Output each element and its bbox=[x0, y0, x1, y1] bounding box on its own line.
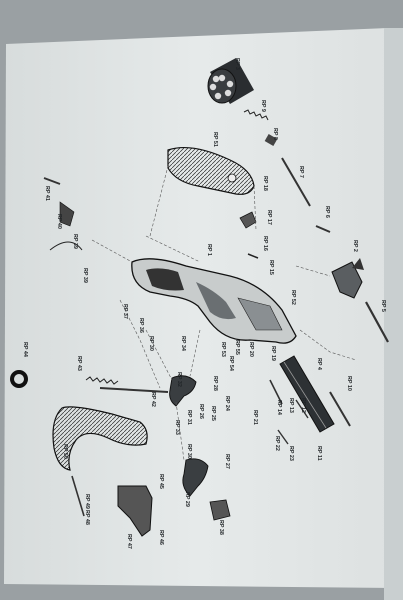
label-rp48: RP 48 bbox=[84, 510, 90, 525]
pin-part bbox=[315, 225, 331, 233]
grip-ring-part bbox=[10, 370, 28, 388]
label-rp18: RP 18 bbox=[262, 176, 268, 191]
label-rp10: RP 10 bbox=[346, 376, 352, 391]
label-rp40: RP 40 bbox=[56, 214, 62, 229]
sideplate-part bbox=[117, 485, 153, 537]
label-rp25: RP 25 bbox=[210, 406, 216, 421]
ejector-rod-part bbox=[329, 391, 351, 427]
sheet-edge bbox=[384, 28, 403, 600]
label-rp6: RP 6 bbox=[324, 206, 330, 218]
label-rp42: RP 42 bbox=[150, 392, 156, 407]
label-rp3: RP 3 bbox=[234, 58, 240, 70]
paper-sheet bbox=[4, 28, 391, 588]
label-rp46: RP 46 bbox=[158, 530, 164, 545]
part-labels: RP 3 RP 9 RP 8 RP 7 RP 6 RP 51 RP 18 RP … bbox=[22, 58, 386, 549]
latch-part bbox=[59, 201, 75, 227]
barrel-part bbox=[279, 355, 335, 433]
bushing-part bbox=[277, 429, 289, 445]
sideplate-screw-part bbox=[239, 211, 257, 229]
label-rp16: RP 16 bbox=[262, 236, 268, 251]
label-rp49: RP 49 bbox=[84, 494, 90, 509]
trigger-part bbox=[182, 458, 209, 497]
bolt-part bbox=[295, 399, 309, 419]
label-rp31: RP 31 bbox=[186, 410, 192, 425]
label-rp43: RP 43 bbox=[76, 356, 82, 371]
label-rp11: RP 11 bbox=[316, 446, 322, 461]
small-pin-part bbox=[247, 253, 259, 259]
cylinder-part bbox=[207, 58, 254, 104]
label-rp7: RP 7 bbox=[298, 166, 304, 178]
label-rp33: RP 33 bbox=[174, 420, 180, 435]
label-rp1: RP 1 bbox=[206, 244, 212, 256]
crane-lock-part bbox=[365, 301, 389, 343]
label-rp2: RP 2 bbox=[352, 240, 358, 252]
label-rp20: RP 20 bbox=[248, 342, 254, 357]
label-rp32: RP 32 bbox=[176, 372, 182, 387]
grip-screw-part bbox=[71, 475, 85, 517]
label-rp19: RP 19 bbox=[270, 346, 276, 361]
label-rp52: RP 52 bbox=[290, 290, 296, 305]
label-rp29: RP 29 bbox=[184, 492, 190, 507]
label-rp15: RP 15 bbox=[268, 260, 274, 275]
label-rp41: RP 41 bbox=[44, 186, 50, 201]
label-rp4: RP 4 bbox=[316, 358, 322, 370]
label-rp30: RP 30 bbox=[148, 336, 154, 351]
label-rp38: RP 38 bbox=[218, 520, 224, 535]
cylinder-axle-part bbox=[281, 157, 311, 207]
label-rp28: RP 28 bbox=[212, 376, 218, 391]
label-rp37: RP 37 bbox=[122, 304, 128, 319]
label-rp17: RP 17 bbox=[266, 210, 272, 225]
label-rp24: RP 24 bbox=[224, 396, 230, 411]
label-rp36: RP 36 bbox=[138, 318, 144, 333]
label-rp27: RP 27 bbox=[224, 454, 230, 469]
label-rp14: RP 14 bbox=[276, 400, 282, 415]
label-rp47: RP 47 bbox=[126, 534, 132, 549]
label-rp39b: RP 39 bbox=[82, 268, 88, 283]
hammer-part bbox=[169, 375, 197, 407]
label-rp9: RP 9 bbox=[260, 100, 266, 112]
screw-part bbox=[43, 177, 61, 185]
mainspring-part bbox=[85, 376, 119, 385]
strut-rod-part bbox=[99, 387, 169, 393]
assembly-lines bbox=[91, 165, 357, 461]
label-rp23: RP 23 bbox=[288, 446, 294, 461]
label-rp8: RP 8 bbox=[272, 128, 278, 140]
spring-clip-part bbox=[49, 241, 83, 251]
grip-panel-lower bbox=[52, 406, 148, 471]
label-rp30b: RP 30 bbox=[186, 444, 192, 459]
label-rp45: RP 45 bbox=[158, 474, 164, 489]
crane-part bbox=[331, 258, 364, 299]
label-rp34: RP 34 bbox=[180, 336, 186, 351]
firing-pin-part bbox=[269, 379, 283, 405]
label-rp12: RP 12 bbox=[300, 398, 306, 413]
label-rp22: RP 22 bbox=[274, 436, 280, 451]
label-rp5: RP 5 bbox=[380, 300, 386, 312]
label-rp55: RP 55 bbox=[234, 340, 240, 355]
label-rp21: RP 21 bbox=[252, 410, 258, 425]
label-rp51: RP 51 bbox=[212, 132, 218, 147]
ejector-spring-part bbox=[243, 109, 278, 146]
label-rp13: RP 13 bbox=[288, 398, 294, 413]
revolver-frame bbox=[131, 258, 297, 344]
label-rp53: RP 53 bbox=[220, 342, 226, 357]
label-rp26: RP 26 bbox=[198, 404, 204, 419]
label-rp50: RP 50 bbox=[62, 444, 68, 459]
rebound-slide-part bbox=[209, 499, 231, 521]
label-rp39: RP 39 bbox=[72, 234, 78, 249]
label-rp54: RP 54 bbox=[228, 356, 234, 371]
label-rp44: RP 44 bbox=[22, 342, 28, 357]
